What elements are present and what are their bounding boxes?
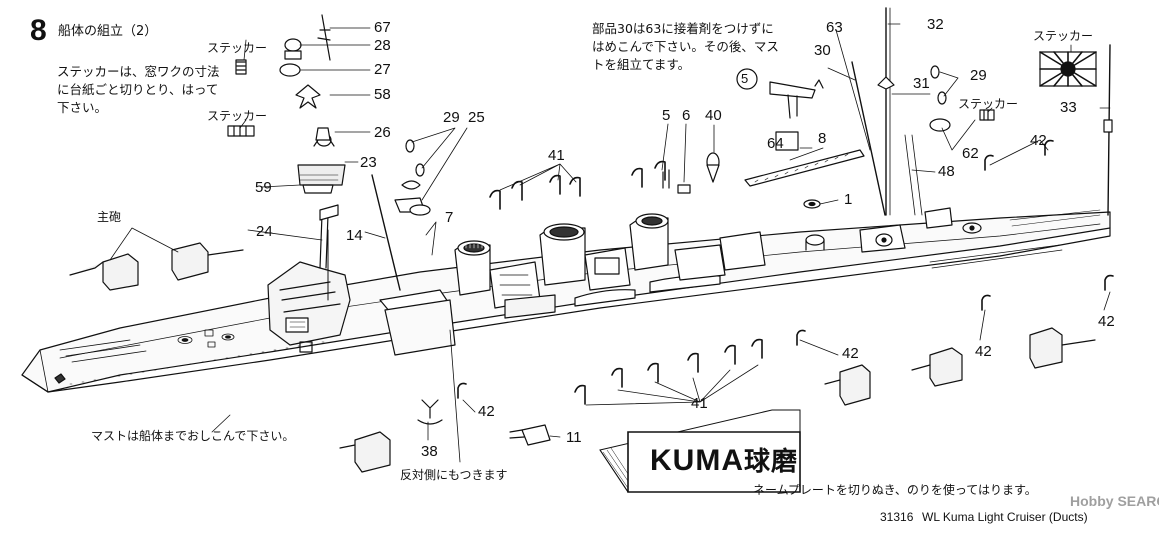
part-25: 25 xyxy=(468,109,485,126)
part-67: 67 xyxy=(374,19,391,36)
part-40: 40 xyxy=(705,107,722,124)
sticker-label-3: ステッカー xyxy=(958,97,1019,111)
part-1: 1 xyxy=(844,191,853,208)
note-mast-insert: マストは船体までおしこんで下さい。 xyxy=(91,429,295,443)
turret-6 xyxy=(1030,328,1095,368)
part-8: 8 xyxy=(818,130,827,147)
part-64: 64 xyxy=(767,135,784,152)
step-title: 船体の組立（2） xyxy=(58,24,158,39)
sticker-label-4: ステッカー xyxy=(1033,29,1094,43)
part-11: 11 xyxy=(566,429,582,446)
turrets xyxy=(70,243,1095,472)
catapult-and-plane xyxy=(663,80,864,208)
footer-text: WL Kuma Light Cruiser (Ducts) xyxy=(922,510,1088,524)
boats-and-deckhouse xyxy=(575,245,725,306)
fitting-parts xyxy=(395,140,430,215)
part-41-top: 41 xyxy=(548,147,565,164)
part-42-mid: 42 xyxy=(842,345,859,362)
part-29-aft: 29 xyxy=(970,67,987,84)
rear-superstructure xyxy=(720,208,1100,270)
watermark: Hobby SEARCH xyxy=(1070,493,1159,509)
sticker-label-2: ステッカー xyxy=(207,109,268,123)
part-63: 63 xyxy=(826,19,843,36)
part-38: 38 xyxy=(421,443,438,460)
part-30: 30 xyxy=(814,42,831,59)
note-sticker-cut-line-2: に台紙ごと切りとり、はって xyxy=(57,82,219,97)
main-gun-label: 主砲 xyxy=(97,210,122,224)
nameplate-text: KUMA球磨 xyxy=(650,446,798,476)
note-mast-glue-line-3: トを組立てます。 xyxy=(592,57,691,72)
part-6: 6 xyxy=(682,107,691,124)
part-7: 7 xyxy=(445,209,454,226)
part-24: 24 xyxy=(256,223,273,240)
part-5-circled: 5 xyxy=(741,71,749,86)
leader-lines xyxy=(110,24,1110,462)
note-mast-glue-line-2: はめこんで下さい。その後、マス xyxy=(592,39,779,54)
nameplate-kanji: 球磨 xyxy=(744,447,799,477)
part-33: 33 xyxy=(1060,99,1077,116)
bow-deck-details xyxy=(60,330,234,362)
part-31: 31 xyxy=(913,75,930,92)
part-42-upper: 42 xyxy=(1030,132,1047,149)
small-parts xyxy=(418,400,550,445)
funnel-3 xyxy=(630,214,668,270)
part-48: 48 xyxy=(938,163,955,180)
note-nameplate: ネームプレートを切りぬき、のりを使ってはります。 xyxy=(753,483,1037,497)
part-28: 28 xyxy=(374,37,391,54)
part-59: 59 xyxy=(255,179,272,196)
sticker-label-1: ステッカー xyxy=(207,41,268,55)
note-mast-glue: 部品30は63に接着剤をつけずに はめこんで下さい。その後、マス トを組立てます… xyxy=(592,20,779,74)
part-14: 14 xyxy=(346,227,363,244)
part-5: 5 xyxy=(662,107,671,124)
masts xyxy=(372,8,1112,290)
footer-code: 31316 xyxy=(880,510,914,524)
note-sticker-cut-line-1: ステッカーは、窓ワクの寸法 xyxy=(57,64,220,79)
nameplate-frame xyxy=(600,410,800,492)
step-number: 8 xyxy=(30,14,47,47)
funnel-2 xyxy=(540,224,585,285)
part-26: 26 xyxy=(374,124,391,141)
turret-3 xyxy=(340,432,390,472)
part-42-midright: 42 xyxy=(975,343,992,360)
part-32: 32 xyxy=(927,16,944,33)
part-58: 58 xyxy=(374,86,391,103)
part-23: 23 xyxy=(360,154,377,171)
part-42-right: 42 xyxy=(1098,313,1115,330)
part-27: 27 xyxy=(374,61,391,78)
note-opposite-side: 反対側にもつきます xyxy=(400,468,508,482)
funnel-1 xyxy=(455,241,490,295)
note-sticker-cut-line-3: 下さい。 xyxy=(57,100,108,115)
note-mast-glue-line-1: 部品30は63に接着剤をつけずに xyxy=(592,21,774,36)
turret-1 xyxy=(70,254,138,290)
part-29-fore: 29 xyxy=(443,109,460,126)
bridge xyxy=(268,134,350,352)
hooks xyxy=(458,141,1113,405)
part-42-left: 42 xyxy=(478,403,495,420)
part-41-bottom: 41 xyxy=(691,395,708,412)
rising-sun-flag xyxy=(1040,52,1096,86)
turret-5 xyxy=(912,348,962,386)
nameplate-latin: KUMA xyxy=(650,444,744,477)
aft-fittings xyxy=(878,66,994,131)
portholes xyxy=(70,342,324,384)
turret-2 xyxy=(172,243,243,280)
note-sticker-cut: ステッカーは、窓ワクの寸法 に台紙ごと切りとり、はって 下さい。 xyxy=(57,63,220,117)
turret-4 xyxy=(825,365,870,405)
mid-structures xyxy=(380,262,555,355)
part-62: 62 xyxy=(962,145,979,162)
